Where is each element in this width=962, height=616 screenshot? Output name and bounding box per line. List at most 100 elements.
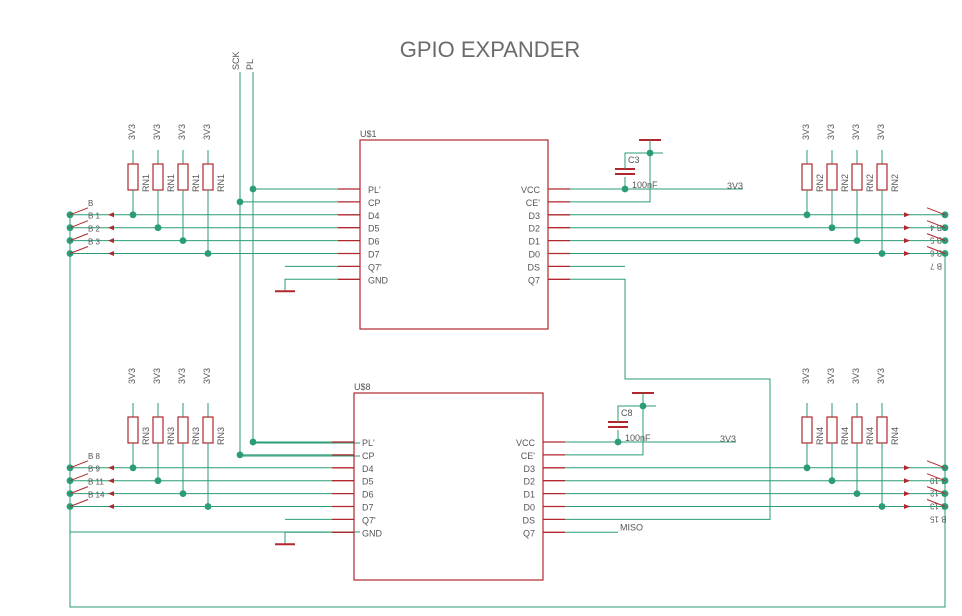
chip-pin-label: D2 <box>523 477 535 487</box>
pullup-resistor <box>177 163 189 191</box>
button-label: B 1 <box>88 212 101 221</box>
pullup-net-label: 3V3 <box>876 124 886 140</box>
input-arrow <box>108 251 114 256</box>
pullup-net-label: 3V3 <box>152 368 162 384</box>
resistor-label: RN4 <box>840 427 850 445</box>
pullup-resistor <box>152 416 164 444</box>
input-arrow <box>904 251 910 256</box>
vcc-net-label: 3V3 <box>727 181 743 191</box>
resistor-label: RN2 <box>840 174 850 192</box>
chip-pin-label: D0 <box>528 250 540 260</box>
input-arrow <box>904 491 910 497</box>
chip-pin-label: Q7 <box>523 528 535 538</box>
schematic-title: GPIO EXPANDER <box>400 37 581 62</box>
chip-pin-label: PL' <box>368 185 381 195</box>
chip-pin-label: CP <box>368 198 381 208</box>
pullup-resistor <box>876 163 888 191</box>
chip-pin-label: D7 <box>368 250 380 260</box>
resistor-label: RN1 <box>216 174 226 192</box>
button-switch <box>69 207 89 216</box>
pullup-net-label: 3V3 <box>202 124 212 140</box>
button-return-bus <box>69 253 946 608</box>
input-arrow <box>108 225 114 231</box>
pullup-resistor <box>127 163 139 191</box>
resistor-label: RN1 <box>191 174 201 192</box>
input-arrow <box>904 225 910 231</box>
pullup-net-label: 3V3 <box>177 124 187 140</box>
pullup-resistor <box>202 416 214 444</box>
input-arrow <box>108 465 114 471</box>
pullup-net-label: 3V3 <box>801 368 811 384</box>
resistor-label: RN4 <box>865 427 875 445</box>
button-junction <box>941 211 949 219</box>
chip-designator: U$1 <box>360 129 377 139</box>
button-switch <box>69 246 89 254</box>
chip-pin-label: DS <box>527 262 540 272</box>
chip-pin-label: GND <box>362 528 383 538</box>
chip-pin-label: D3 <box>528 211 540 221</box>
pullup-resistor <box>826 416 838 444</box>
chip-pin-label: D4 <box>368 211 380 221</box>
chip-pin-label: VCC <box>521 185 541 195</box>
resistor-label: RN2 <box>890 174 900 192</box>
ce-net-wire <box>565 406 644 456</box>
pl-wire <box>252 72 360 444</box>
capacitor-value: 100nF <box>625 433 651 443</box>
chip-pin-label: Q7 <box>528 275 540 285</box>
input-arrow <box>904 504 910 509</box>
pullup-resistor <box>851 416 863 444</box>
chip-pin-label: D4 <box>362 464 374 474</box>
chip-pin-label: PL' <box>362 438 375 448</box>
resistor-label: RN2 <box>815 174 825 192</box>
button-switch <box>926 207 946 216</box>
resistor-label: RN3 <box>141 427 151 445</box>
resistor-label: RN1 <box>166 174 176 192</box>
gnd-net-wire <box>284 531 332 545</box>
button-label: B 2 <box>88 225 101 234</box>
pullup-resistor <box>177 416 189 444</box>
pullup-net-label: 3V3 <box>801 124 811 140</box>
pullup-net-label: 3V3 <box>152 124 162 140</box>
button-label: B 11 <box>88 478 104 487</box>
chip-pin-label: D3 <box>523 464 535 474</box>
pullup-net-label: 3V3 <box>851 124 861 140</box>
input-arrow <box>904 212 910 218</box>
capacitor-label: C3 <box>628 155 640 165</box>
shift-register-chip <box>353 392 544 581</box>
chip-pin-label: DS <box>522 515 535 525</box>
button-junction <box>941 224 949 232</box>
chip-pin-label: D0 <box>523 503 535 513</box>
sck-label: SCK <box>231 51 241 70</box>
pullup-net-label: 3V3 <box>851 368 861 384</box>
chip-pin-label: D7 <box>362 503 374 513</box>
cap-vcc-junction <box>621 185 629 193</box>
input-arrow <box>108 238 114 244</box>
ce-net-wire <box>570 153 651 203</box>
chip-pin-label: D5 <box>368 224 380 234</box>
daisy-chain-wire <box>565 278 771 520</box>
capacitor-label: C8 <box>621 408 633 418</box>
vcc-net-label: 3V3 <box>720 434 736 444</box>
input-arrow <box>108 212 114 218</box>
input-arrow <box>904 478 910 484</box>
chip-pin-label: CE' <box>521 451 536 461</box>
button-switch <box>69 220 89 229</box>
pullup-resistor <box>801 416 813 444</box>
button-label: B <box>88 199 93 208</box>
chip-pin-label: Q7' <box>368 262 382 272</box>
input-arrow <box>108 491 114 497</box>
pullup-net-label: 3V3 <box>826 124 836 140</box>
chip-pin-label: D5 <box>362 477 374 487</box>
chip-pin-label: VCC <box>516 438 536 448</box>
chip-pin-label: D6 <box>362 490 374 500</box>
pullup-resistor <box>202 163 214 191</box>
button-label: B 15 <box>929 515 946 524</box>
pl-label: PL <box>245 59 255 70</box>
resistor-label: RN4 <box>815 427 825 445</box>
resistor-label: RN3 <box>216 427 226 445</box>
shift-register-chip <box>359 139 549 330</box>
pullup-resistor <box>851 163 863 191</box>
sck-wire <box>239 72 360 457</box>
